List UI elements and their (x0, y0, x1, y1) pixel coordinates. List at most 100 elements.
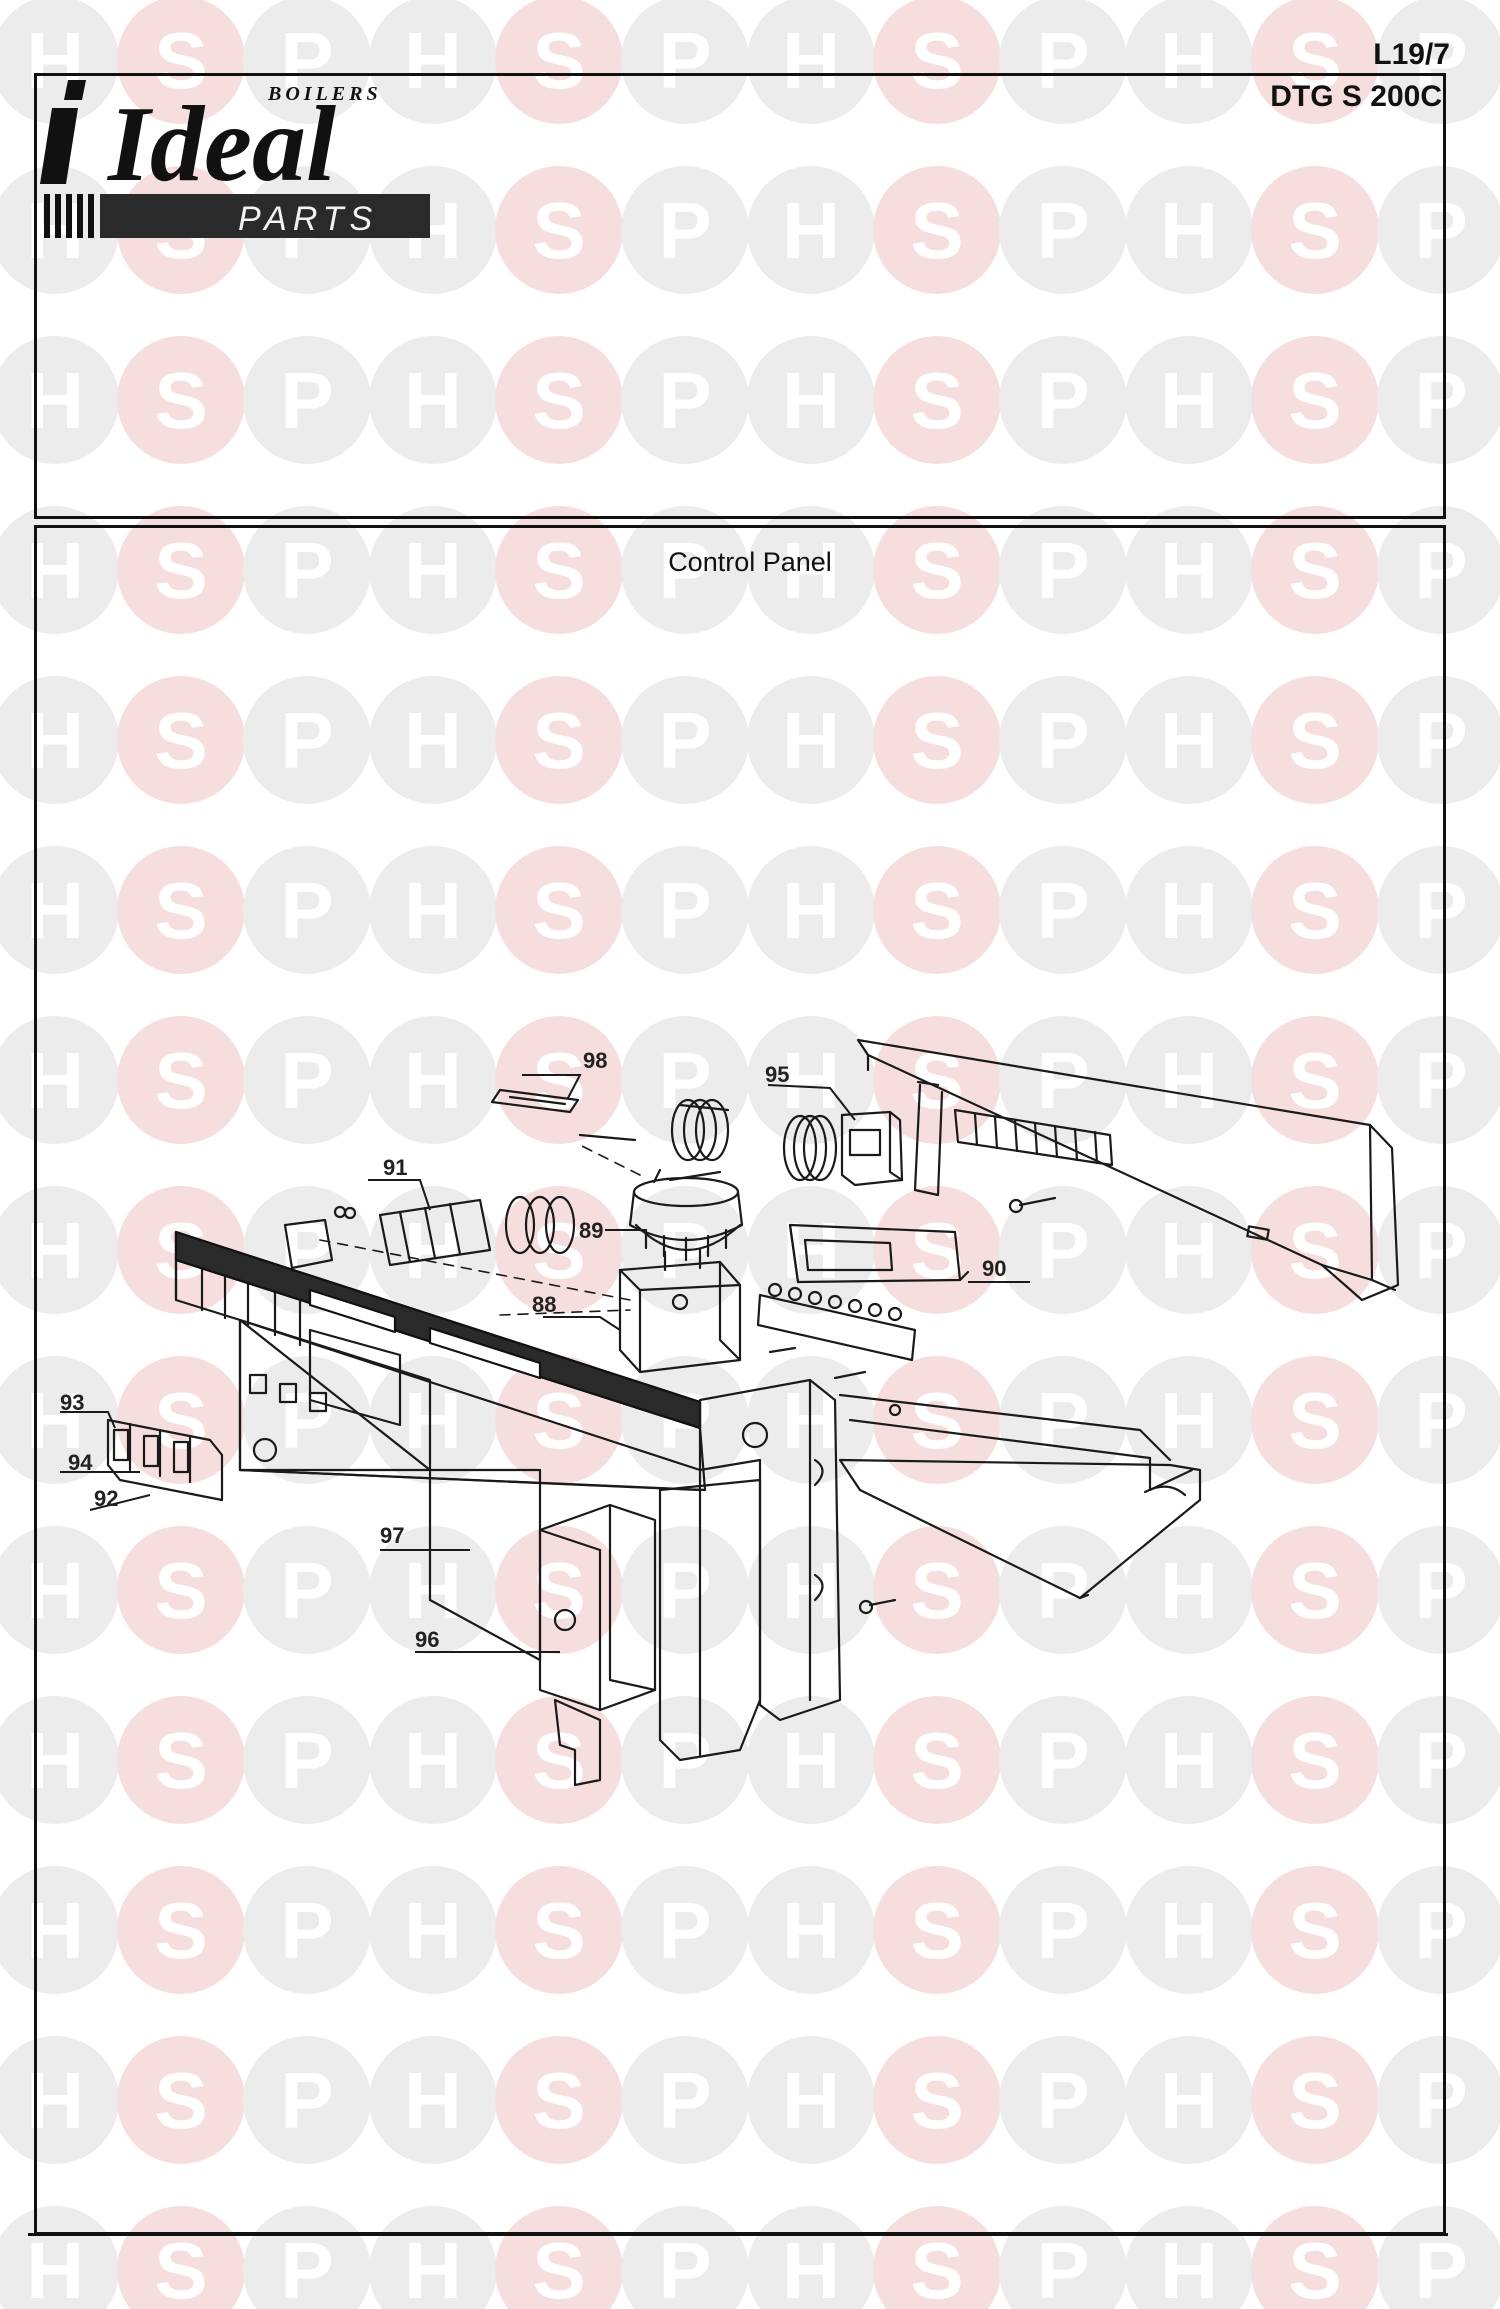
watermark-letter: P (280, 1886, 333, 1975)
watermark-badge: S (1251, 166, 1379, 294)
watermark-letter: H (1160, 1546, 1218, 1635)
watermark-letter: H (1160, 16, 1218, 105)
watermark-badge: P (999, 1016, 1127, 1144)
logo-i-mark (40, 80, 86, 184)
watermark-letter: H (782, 1886, 840, 1975)
watermark-badge: S (1251, 1866, 1379, 1994)
logo-parts-bar (44, 194, 430, 238)
watermark-letter: S (1288, 1036, 1341, 1125)
watermark-letter: H (1160, 2056, 1218, 2145)
watermark-letter: S (154, 866, 207, 955)
watermark-letter: P (1036, 1206, 1089, 1295)
watermark-letter: P (280, 1036, 333, 1125)
watermark-letter: H (26, 2226, 84, 2309)
watermark-letter: S (1288, 1886, 1341, 1975)
watermark-letter: S (910, 2056, 963, 2145)
part-92-94-rocker-switches (106, 1418, 224, 1502)
watermark-badge: H (369, 1016, 497, 1144)
page-reference-code: L19/7 (1373, 38, 1450, 71)
side-chassis-panel (658, 1378, 842, 1762)
watermark-letter: H (1160, 1206, 1218, 1295)
watermark-letter: H (404, 2056, 462, 2145)
watermark-badge: S (1251, 0, 1379, 124)
watermark-badge: S (873, 1866, 1001, 1994)
watermark-letter: P (1414, 1716, 1467, 1805)
watermark-letter: S (532, 696, 585, 785)
watermark-letter: P (658, 2056, 711, 2145)
part-label-96: 96 (415, 1627, 439, 1652)
watermark-badge: P (999, 506, 1127, 634)
watermark-badge: P (243, 676, 371, 804)
watermark-letter: H (404, 356, 462, 445)
watermark-letter: S (532, 2056, 585, 2145)
watermark-badge: H (1125, 506, 1253, 634)
watermark-badge: S (1251, 1016, 1379, 1144)
watermark-badge: S (873, 1356, 1001, 1484)
watermark-badge: P (999, 846, 1127, 974)
watermark-badge: H (1125, 2036, 1253, 2164)
watermark-letter: S (1288, 16, 1341, 105)
watermark-letter: S (1288, 866, 1341, 955)
watermark-letter: P (1036, 186, 1089, 275)
leader-lines (60, 1074, 1030, 1653)
watermark-letter: P (280, 1716, 333, 1805)
watermark-badge: P (621, 2036, 749, 2164)
watermark-badge: P (621, 1016, 749, 1144)
watermark-letter: P (1414, 356, 1467, 445)
watermark-letter: H (404, 1036, 462, 1125)
watermark-badge: S (873, 1526, 1001, 1654)
watermark-letter: S (532, 1546, 585, 1635)
watermark-letter: S (910, 1886, 963, 1975)
watermark-badge: P (621, 336, 749, 464)
watermark-badge: S (873, 336, 1001, 464)
watermark-badge: P (621, 846, 749, 974)
watermark-letter: P (1414, 186, 1467, 275)
watermark-badge: H (369, 1866, 497, 1994)
watermark-badge: H (1125, 676, 1253, 804)
watermark-letter: H (1160, 866, 1218, 955)
watermark-badge: H (747, 2036, 875, 2164)
watermark-badge: S (1251, 1186, 1379, 1314)
watermark-letter: S (532, 356, 585, 445)
part-label-91: 91 (383, 1155, 407, 1180)
watermark-badge: S (1251, 2206, 1379, 2309)
watermark-letter: H (782, 16, 840, 105)
header-frame (34, 73, 1446, 519)
watermark-badge: H (1125, 336, 1253, 464)
watermark-letter: H (782, 2056, 840, 2145)
ideal-parts-logo: Ideal BOILERS PARTS (40, 80, 430, 238)
watermark-letter: S (910, 2226, 963, 2309)
watermark-letter: P (1036, 1716, 1089, 1805)
watermark-letter: P (1036, 866, 1089, 955)
watermark-badge: H (369, 2036, 497, 2164)
diagram-title: Control Panel (668, 547, 832, 577)
watermark-letter: P (1414, 696, 1467, 785)
watermark-badge: S (495, 336, 623, 464)
watermark-badge: H (747, 2206, 875, 2309)
watermark-letter: P (1036, 696, 1089, 785)
watermark-letter: S (910, 16, 963, 105)
watermark-letter: H (1160, 356, 1218, 445)
watermark-badge: S (117, 1696, 245, 1824)
watermark-badge: S (495, 166, 623, 294)
rear-bracket (856, 1038, 1400, 1302)
watermark-badge: S (873, 676, 1001, 804)
watermark-letter: P (1036, 2226, 1089, 2309)
watermark-badge: P (999, 0, 1127, 124)
watermark-badge: P (999, 1186, 1127, 1314)
terminal-strip-upper (953, 1108, 1114, 1167)
watermark-letter: S (532, 1376, 585, 1465)
logo-brand-text: Ideal (106, 85, 336, 204)
watermark-badge: S (495, 1696, 623, 1824)
watermark-letter: P (1036, 356, 1089, 445)
part-98-clip (490, 1088, 580, 1114)
watermark-badge: S (495, 1526, 623, 1654)
watermark-letter: P (1414, 16, 1467, 105)
watermark-letter: P (658, 16, 711, 105)
watermark-letter: H (404, 1716, 462, 1805)
terminal-strip-lower (756, 1282, 917, 1362)
logo-boilers-text: BOILERS (267, 83, 382, 105)
watermark-letter: S (1288, 1376, 1341, 1465)
watermark-letter: S (154, 16, 207, 105)
watermark-badge: H (1125, 0, 1253, 124)
